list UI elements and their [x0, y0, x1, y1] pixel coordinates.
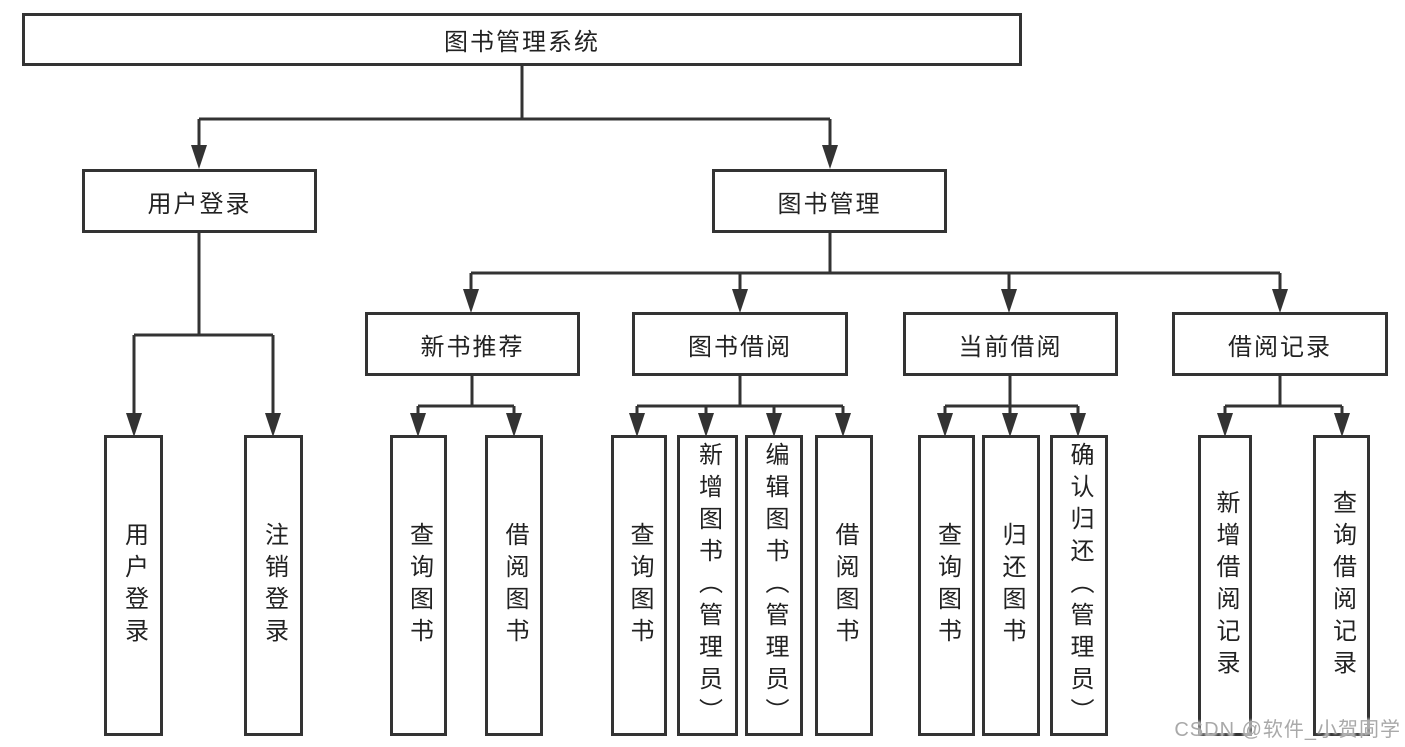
node-user-login: 用户登录 — [82, 169, 317, 233]
node-current-borrow: 当前借阅 — [903, 312, 1118, 376]
node-book-borrow: 图书借阅 — [632, 312, 848, 376]
leaf-cb-confirm-return-admin: 确认归还（管理员） — [1050, 435, 1108, 736]
root-node-library-management-system: 图书管理系统 — [22, 13, 1022, 66]
node-borrow-records: 借阅记录 — [1172, 312, 1388, 376]
leaf-nb-borrow-books: 借阅图书 — [485, 435, 543, 736]
leaf-logout: 注销登录 — [244, 435, 303, 736]
leaf-bb-edit-books-admin: 编辑图书（管理员） — [745, 435, 803, 736]
leaf-br-query-record: 查询借阅记录 — [1313, 435, 1370, 736]
csdn-watermark: CSDN @软件_小贺同学 — [1174, 719, 1401, 741]
leaf-bb-add-books-admin: 新增图书（管理员） — [677, 435, 738, 736]
leaf-br-add-record: 新增借阅记录 — [1198, 435, 1252, 736]
node-new-book-recommend: 新书推荐 — [365, 312, 580, 376]
leaf-cb-return-books: 归还图书 — [982, 435, 1040, 736]
node-book-management: 图书管理 — [712, 169, 947, 233]
leaf-user-login: 用户登录 — [104, 435, 163, 736]
leaf-bb-query-books: 查询图书 — [611, 435, 667, 736]
leaf-bb-borrow-books: 借阅图书 — [815, 435, 873, 736]
leaf-cb-query-books: 查询图书 — [918, 435, 975, 736]
leaf-nb-query-books: 查询图书 — [390, 435, 447, 736]
